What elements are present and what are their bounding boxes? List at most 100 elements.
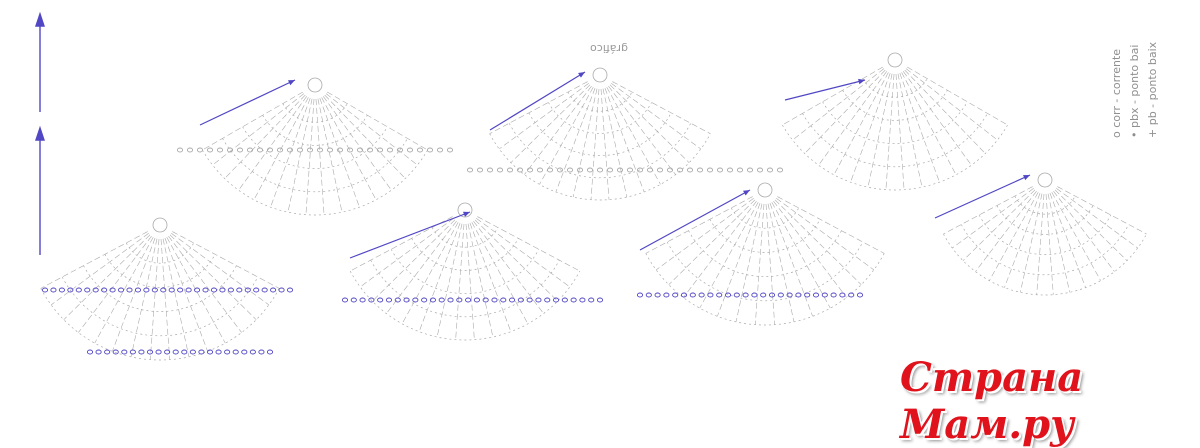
chain-stitch	[496, 167, 504, 173]
chain-stitch	[716, 292, 723, 298]
arrow-head	[288, 80, 295, 86]
chain-stitch	[253, 287, 260, 293]
stitch-row	[730, 207, 800, 229]
stitch-spoke	[901, 72, 957, 175]
stitch-spoke	[765, 203, 776, 325]
stitch-row	[782, 124, 1008, 191]
watermark-text: Страна Мам.ру	[900, 354, 1084, 448]
legend-label: pb - ponto baix	[1146, 41, 1159, 126]
stitch-row	[960, 224, 1130, 276]
stitch-spoke	[767, 203, 795, 322]
chain-stitch	[526, 167, 534, 173]
chain-stitch	[556, 167, 564, 173]
chain-stitch	[202, 287, 209, 293]
chain-stitch	[724, 292, 732, 298]
chain-stitch	[856, 292, 864, 298]
stitch-spoke	[166, 237, 226, 344]
fan-motif	[40, 217, 280, 361]
stitch-row	[349, 270, 581, 341]
chain-stitch	[768, 292, 776, 298]
crochet-chart	[35, 11, 1147, 361]
chain-stitch	[112, 349, 119, 355]
chain-stitch	[636, 292, 644, 298]
direction-arrows-left	[35, 11, 45, 255]
fan-center-ring	[307, 77, 323, 93]
chain-stitch	[839, 292, 846, 298]
fan-motifs	[40, 52, 1147, 361]
stitch-row	[242, 126, 388, 169]
direction-arrows	[199, 71, 1031, 259]
stitch-spoke	[604, 87, 645, 193]
chain-stitch	[249, 349, 256, 355]
arrow-head	[1023, 175, 1030, 181]
stitch-spoke	[360, 218, 454, 288]
stitch-spoke	[975, 190, 1037, 272]
stitch-spoke	[602, 88, 628, 198]
stitch-row	[390, 249, 540, 294]
stitch-spoke	[943, 186, 1033, 235]
stitch-spoke	[315, 98, 325, 215]
chain-stitch	[129, 349, 136, 355]
chain-stitch	[616, 167, 624, 173]
legend-item-pbx: • pbx - ponto bai	[1128, 45, 1141, 138]
chain-stitch	[341, 297, 349, 303]
chain-stitch	[707, 292, 714, 298]
fan-center-ring	[887, 52, 903, 68]
chain-stitch	[596, 297, 604, 303]
stitch-spoke	[172, 231, 280, 289]
stitch-spoke	[833, 72, 889, 175]
legend-symbol: •	[1128, 131, 1141, 139]
stitch-row	[645, 253, 885, 326]
chain-stitch	[189, 349, 196, 355]
stitch-row	[489, 133, 711, 201]
stitch-spoke	[773, 200, 847, 298]
arrow-head	[743, 190, 750, 196]
stitch-spoke	[473, 220, 544, 314]
stitch-spoke	[885, 73, 895, 190]
chain-stitch	[672, 292, 679, 298]
chain-stitch	[216, 147, 224, 153]
stitch-spoke	[386, 220, 457, 314]
chain-stitch	[306, 147, 314, 153]
chain-stitch	[663, 292, 670, 298]
chain-stitch	[606, 167, 614, 173]
chain-stitch	[126, 287, 133, 293]
stitch-row	[431, 227, 499, 248]
chain-stitch	[576, 167, 584, 173]
row-direction-arrow	[349, 211, 471, 259]
chain-stitch	[438, 297, 445, 303]
stitch-spoke	[325, 93, 418, 166]
stitch-row	[709, 219, 821, 253]
chain-stitch	[278, 287, 285, 293]
legend-label: pbx - ponto bai	[1128, 44, 1141, 128]
chain-stitch	[506, 167, 514, 173]
stitch-spoke	[776, 198, 875, 271]
chain-stitch	[92, 287, 99, 293]
chain-stitch	[84, 287, 91, 293]
chain-stitch	[206, 147, 214, 153]
stitch-spoke	[962, 189, 1036, 261]
chain-stitch	[206, 349, 214, 355]
chain-stitch	[795, 292, 802, 298]
fan-motif	[943, 172, 1147, 296]
stitch-row	[83, 265, 237, 312]
chain-stitch	[109, 287, 116, 293]
chain-stitch	[561, 297, 568, 303]
chain-stitch	[552, 297, 560, 303]
stitch-spoke	[212, 93, 305, 166]
chain-stitch	[412, 297, 419, 303]
stitch-spoke	[1045, 193, 1054, 295]
chain-stitch	[270, 287, 277, 293]
stitch-spoke	[611, 83, 701, 150]
chain-stitch	[219, 287, 226, 293]
chain-stitch	[429, 297, 436, 303]
stitch-spoke	[1057, 186, 1147, 235]
stitch-spoke	[769, 202, 813, 317]
stitch-spoke	[782, 66, 884, 126]
chain-stitch	[276, 147, 284, 153]
chain-stitch	[164, 349, 171, 355]
stitch-spoke	[477, 216, 580, 272]
chain-stitch	[830, 292, 837, 298]
chain-stitch	[286, 287, 294, 293]
stitch-spoke	[555, 87, 596, 193]
